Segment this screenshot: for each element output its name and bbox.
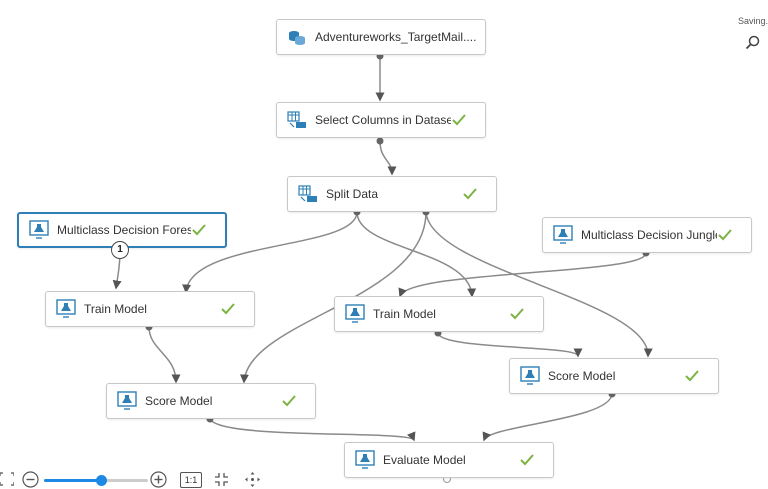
flask-monitor-icon [29, 220, 49, 239]
output-port-number[interactable]: 1 [111, 241, 129, 259]
zoom-in-icon[interactable] [150, 471, 167, 488]
edge [356, 211, 477, 298]
edge [182, 211, 358, 294]
module-label: Select Columns in Dataset [315, 113, 451, 127]
edge [437, 332, 583, 358]
table-transform-icon [298, 185, 317, 202]
search-icon[interactable] [745, 35, 761, 51]
module-node-multiclass-decision-jungle[interactable]: Multiclass Decision Jungle [542, 217, 752, 253]
checkmark-icon [221, 303, 235, 315]
checkmark-icon [463, 188, 477, 200]
module-node-train-model-left[interactable]: Train Model [45, 291, 255, 327]
zoom-slider-fill [44, 479, 102, 482]
module-label: Score Model [548, 369, 616, 383]
module-node-adventureworks[interactable]: Adventureworks_TargetMail.... [276, 19, 486, 55]
module-label: Multiclass Decision Jungle [581, 228, 717, 242]
checkmark-icon [718, 229, 732, 241]
flask-monitor-icon [345, 304, 365, 323]
pan-icon[interactable] [244, 471, 261, 488]
module-node-score-model-left[interactable]: Score Model [106, 383, 316, 419]
edge [209, 418, 416, 442]
checkmark-icon [685, 370, 699, 382]
zoom-slider-thumb[interactable] [96, 475, 108, 486]
module-node-evaluate-model[interactable]: Evaluate Model [344, 442, 554, 478]
module-node-train-model-right[interactable]: Train Model [334, 296, 544, 332]
module-label: Score Model [145, 394, 213, 408]
checkmark-icon [282, 395, 296, 407]
module-label: Train Model [84, 302, 147, 316]
checkmark-icon [192, 224, 206, 236]
edge [398, 252, 647, 298]
module-node-select-columns[interactable]: Select Columns in Dataset [276, 102, 486, 138]
table-transform-icon [287, 111, 306, 128]
module-label: Evaluate Model [383, 453, 466, 467]
edge [379, 140, 397, 176]
flask-monitor-icon [520, 366, 540, 385]
saving-status: Saving... [738, 16, 768, 26]
flask-monitor-icon [117, 391, 137, 410]
edge [148, 326, 181, 384]
module-label: Adventureworks_TargetMail.... [315, 30, 477, 44]
module-label: Split Data [326, 187, 379, 201]
zoom-out-icon[interactable] [22, 471, 39, 488]
edge [425, 211, 653, 358]
fit-screen-icon[interactable] [0, 472, 14, 486]
checkmark-icon [510, 308, 524, 320]
edge [482, 393, 613, 442]
flask-monitor-icon [56, 299, 76, 318]
output-port [376, 137, 384, 145]
flask-monitor-icon [355, 450, 375, 469]
checkmark-icon [452, 114, 466, 126]
module-label: Multiclass Decision Forest [57, 223, 191, 237]
fit-to-view-icon[interactable] [214, 472, 229, 487]
dataset-icon [289, 31, 305, 45]
flask-monitor-icon [553, 225, 573, 244]
checkmark-icon [520, 454, 534, 466]
module-node-score-model-right[interactable]: Score Model [509, 358, 719, 394]
module-label: Train Model [373, 307, 436, 321]
actual-size-button[interactable]: 1:1 [180, 472, 202, 488]
module-node-split-data[interactable]: Split Data [287, 176, 497, 212]
